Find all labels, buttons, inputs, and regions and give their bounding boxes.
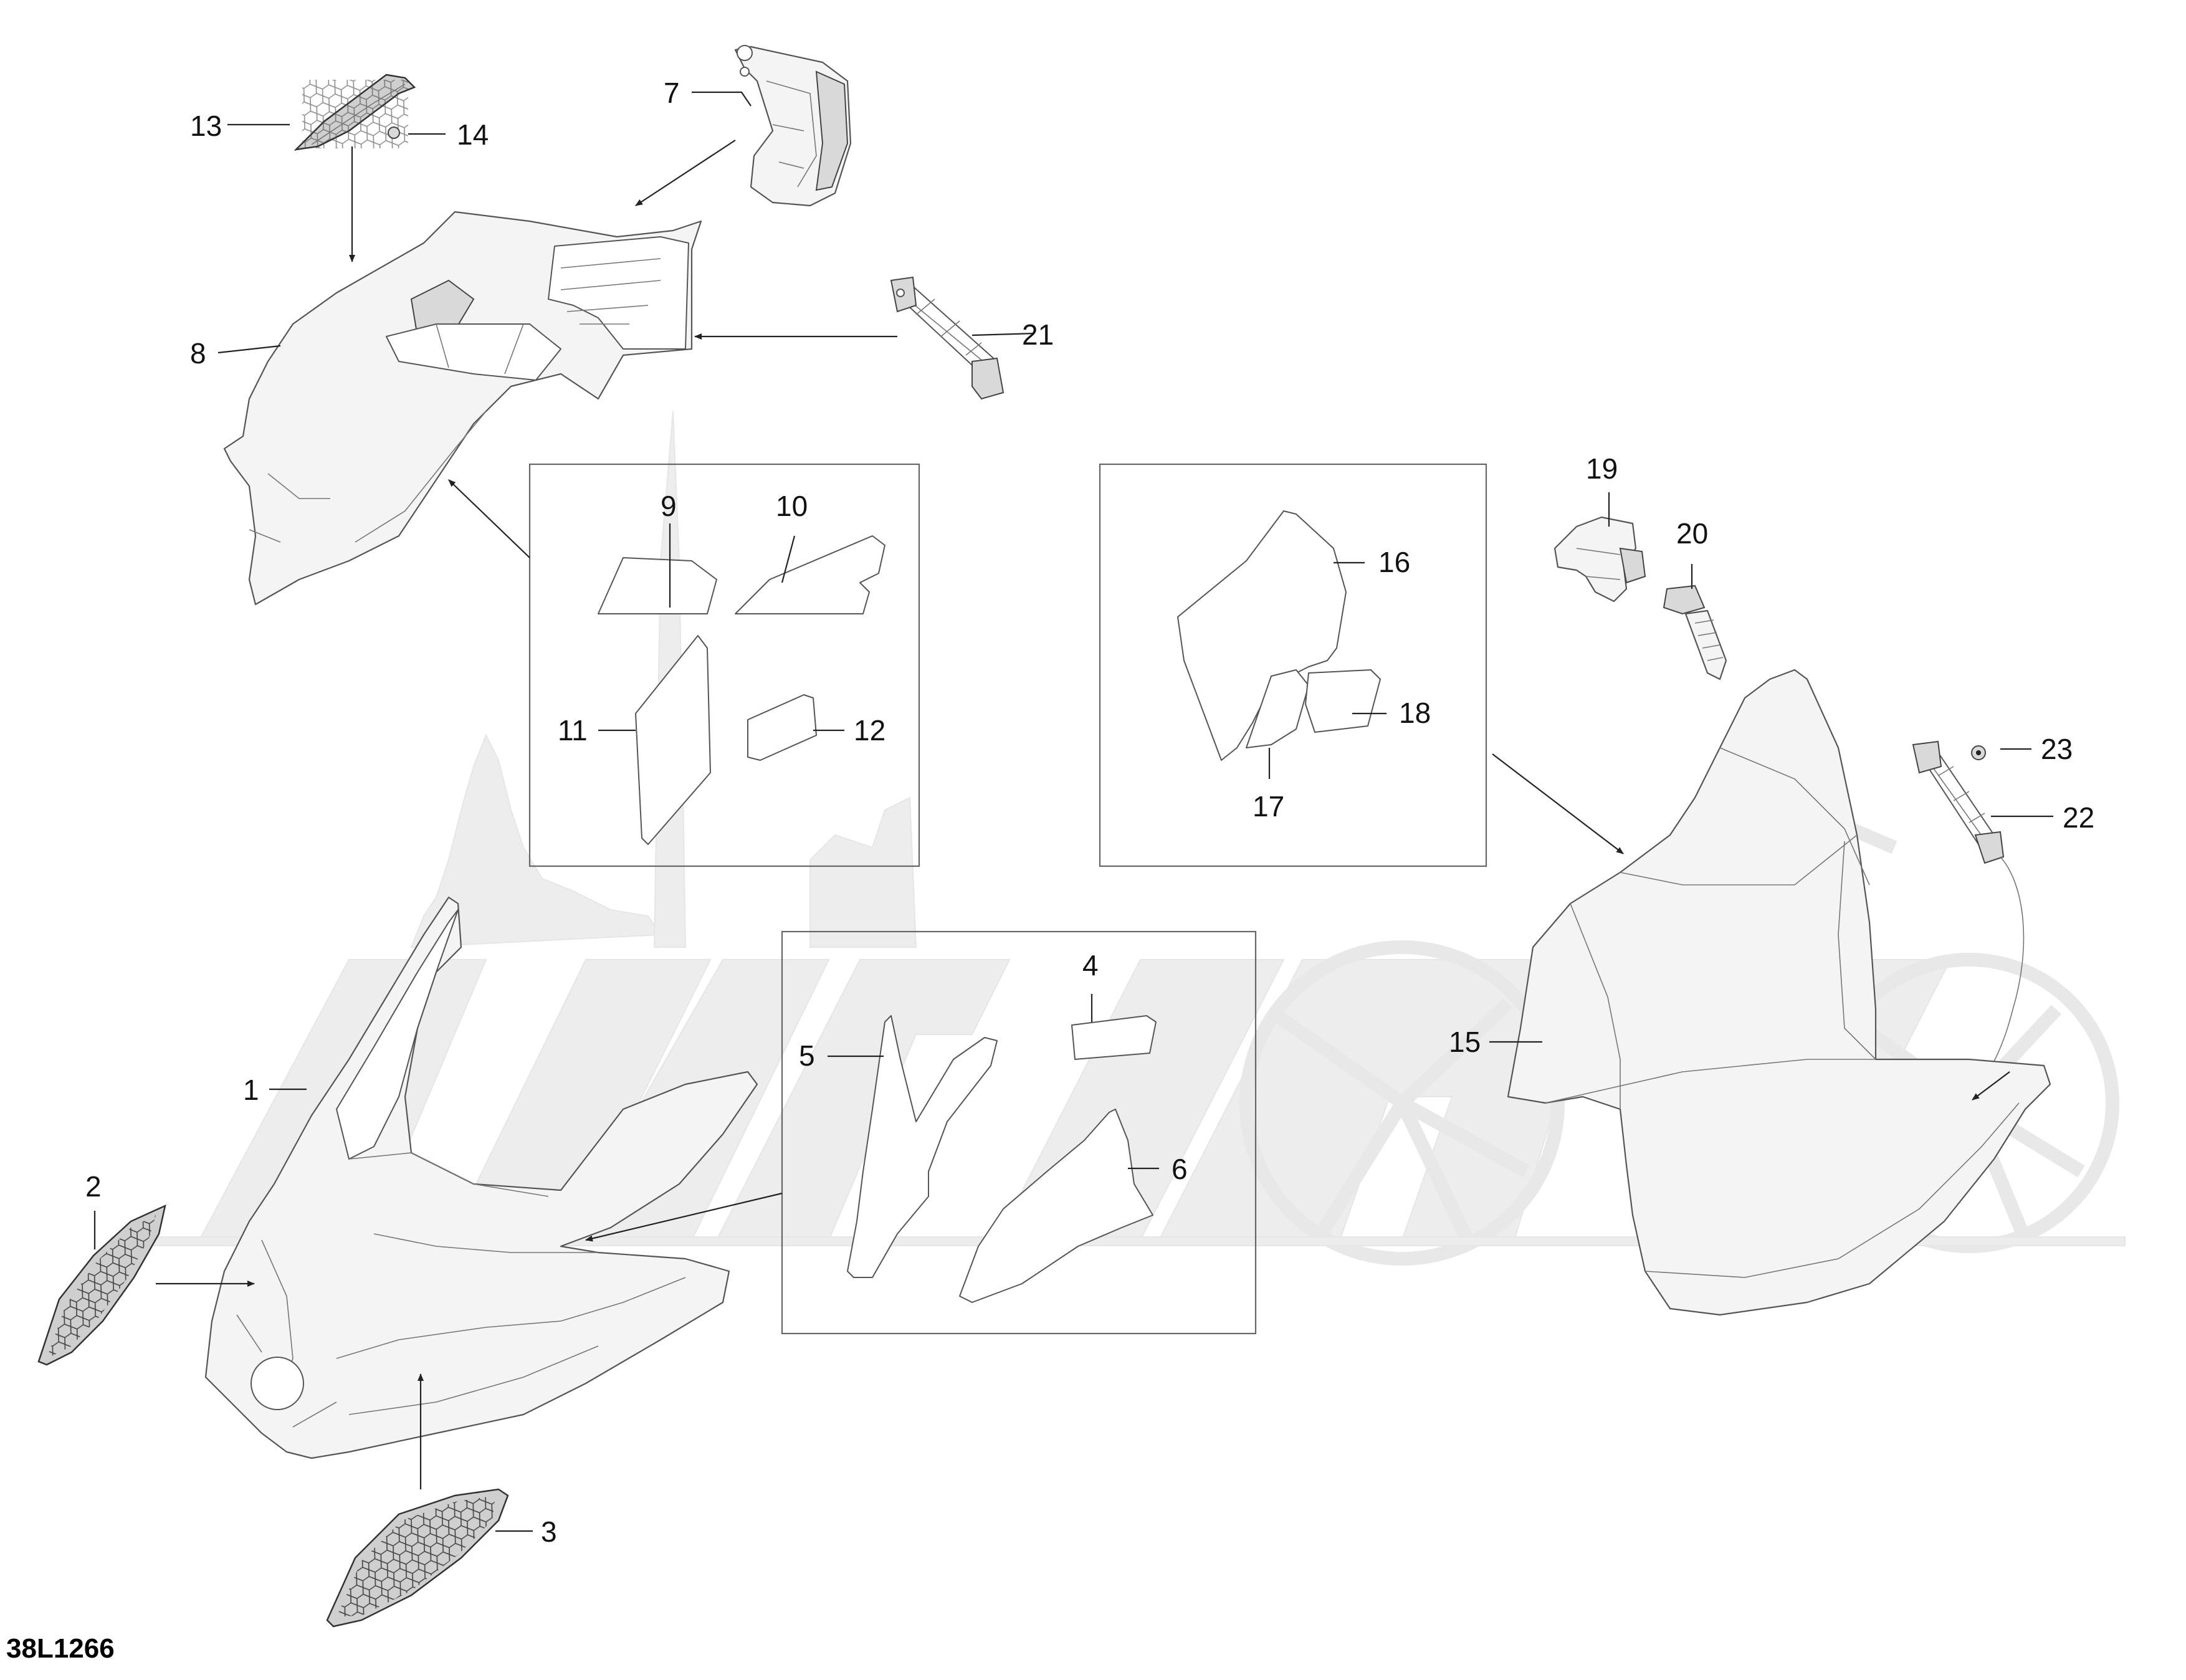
part-22-strut — [1912, 740, 2025, 1097]
label-part-1: 1 — [243, 1074, 259, 1106]
label-part-18: 18 — [1399, 697, 1431, 729]
label-part-12: 12 — [854, 714, 885, 747]
part-7-bracket — [734, 45, 852, 207]
label-part-13: 13 — [190, 110, 222, 142]
label-part-9: 9 — [661, 490, 677, 522]
decal-group-box-16-18 — [1099, 463, 1487, 867]
part-23-screw — [1971, 745, 1986, 760]
part-18-decal — [1305, 669, 1381, 733]
label-part-3: 3 — [541, 1515, 557, 1548]
label-part-4: 4 — [1082, 949, 1099, 981]
part-labels: 13 14 7 8 21 9 10 11 12 16 18 17 19 20 2… — [85, 77, 2094, 1548]
label-part-21: 21 — [1022, 318, 1054, 351]
part-19-bracket — [1554, 516, 1646, 603]
part-14-clip — [388, 126, 400, 139]
label-part-20: 20 — [1676, 517, 1708, 550]
diagram-code: 38L1266 — [6, 1633, 115, 1664]
leader-lines — [93, 91, 2053, 1532]
part-13-upper-grille — [294, 74, 416, 151]
label-part-6: 6 — [1172, 1153, 1188, 1185]
part-20-fastener — [1663, 585, 1727, 680]
part-6-decal — [959, 1109, 1153, 1303]
part-8-upper-cowl — [223, 211, 702, 606]
part-3-lower-grille — [326, 1488, 509, 1628]
label-part-23: 23 — [2041, 733, 2073, 765]
label-part-8: 8 — [190, 337, 206, 370]
part-2-side-grille — [37, 1204, 166, 1366]
decal-group-box-4-6 — [781, 930, 1257, 1335]
part-10-decal — [735, 535, 885, 614]
label-part-16: 16 — [1378, 546, 1410, 578]
label-part-15: 15 — [1449, 1026, 1481, 1058]
part-12-decal — [747, 694, 817, 761]
label-part-5: 5 — [799, 1039, 815, 1072]
label-part-11: 11 — [558, 714, 588, 747]
part-5-decal — [847, 1015, 998, 1278]
part-1-front-hood — [204, 896, 758, 1459]
part-4-decal — [1071, 1015, 1157, 1060]
label-part-17: 17 — [1253, 790, 1284, 823]
part-9-decal — [598, 557, 717, 614]
part-15-windshield — [1507, 669, 2051, 1316]
label-part-22: 22 — [2063, 801, 2094, 834]
label-part-10: 10 — [776, 490, 808, 522]
label-part-14: 14 — [457, 118, 489, 151]
label-part-7: 7 — [664, 77, 680, 109]
label-part-2: 2 — [85, 1170, 102, 1203]
assembly-arrows — [156, 140, 2010, 1489]
decal-group-box-9-12 — [528, 463, 920, 867]
part-21-strut — [890, 276, 1005, 400]
part-11-decal — [635, 635, 711, 845]
label-part-19: 19 — [1586, 452, 1618, 485]
